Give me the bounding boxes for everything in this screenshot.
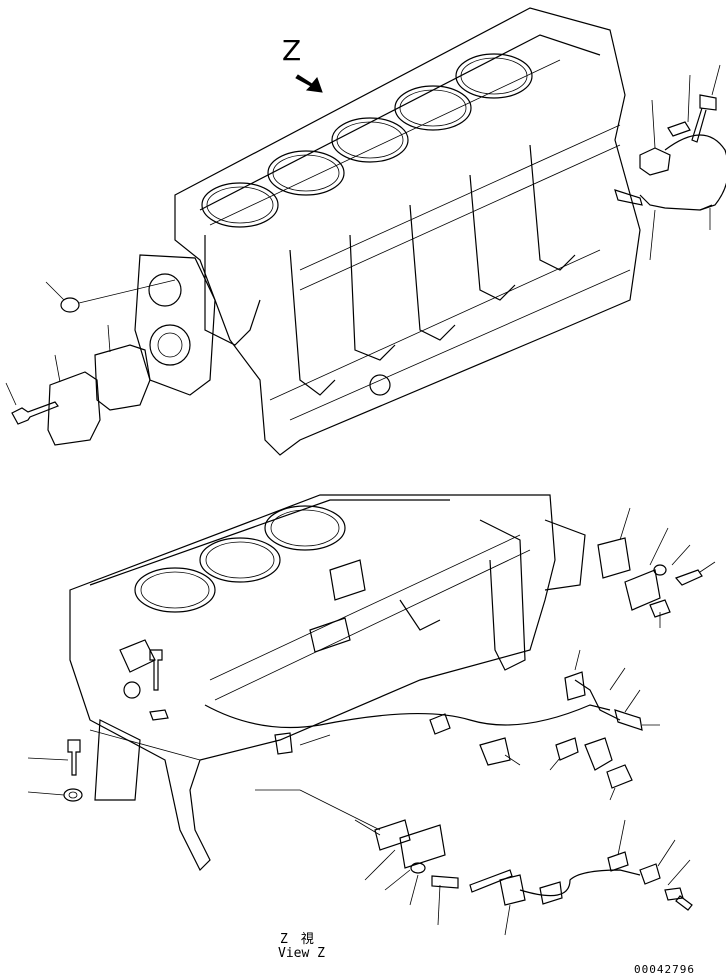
- lower-gasket: [597, 537, 631, 579]
- lower-cylinder-bore-1: [134, 567, 216, 613]
- bottom-exploded-parts: [255, 789, 693, 936]
- view-z-arrow: [295, 74, 323, 93]
- cylinder-bore-1: [201, 182, 279, 228]
- cover-plate: [47, 371, 101, 446]
- lower-cylinder-bore-2: [199, 537, 281, 583]
- cylinder-bore-3: [331, 117, 409, 163]
- view-caption-english: View Z: [278, 946, 325, 961]
- lower-cylinder-block: [69, 494, 586, 872]
- lower-harness: [204, 649, 660, 801]
- lower-cylinder-bore-3: [264, 505, 346, 551]
- lower-bolt: [67, 739, 81, 776]
- lower-left-fasteners: [27, 649, 169, 802]
- upper-left-parts: [5, 279, 176, 446]
- drawing-number: 00042796: [634, 963, 695, 976]
- gasket: [94, 344, 151, 411]
- upper-right-harness: [614, 64, 726, 261]
- washer: [63, 788, 83, 802]
- lower-cover: [624, 569, 661, 611]
- cylinder-bore-2: [267, 150, 345, 196]
- view-caption-japanese: Z 視: [280, 932, 314, 947]
- bolt: [11, 401, 59, 425]
- cylinder-bore-5: [455, 53, 533, 99]
- bracket: [94, 719, 141, 801]
- lower-right-cover-set: [597, 507, 716, 628]
- upper-cylinder-block: [134, 7, 641, 456]
- view-marker-label: Z: [282, 34, 302, 67]
- front-gear-case: [134, 254, 216, 396]
- plug: [60, 297, 80, 313]
- cylinder-bore-4: [394, 85, 472, 131]
